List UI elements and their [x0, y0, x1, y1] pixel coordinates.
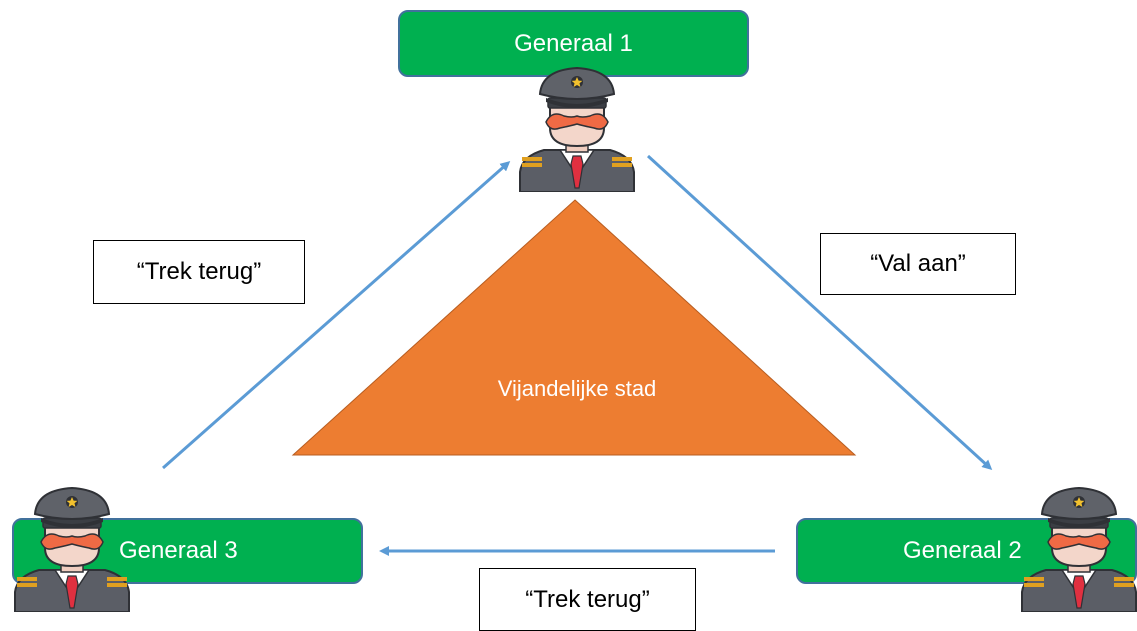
arrow-g3-to-g1 — [162, 161, 511, 470]
message-g2-to-g3: “Trek terug” — [479, 568, 696, 631]
general-3-avatar-icon — [14, 486, 130, 612]
message-g3-to-g1: “Trek terug” — [93, 240, 305, 304]
general-3-label: Generaal 3 — [119, 537, 238, 564]
general-1-label: Generaal 1 — [514, 29, 633, 57]
general-2-label: Generaal 2 — [903, 537, 1022, 564]
general-1-box: Generaal 1 — [398, 10, 749, 77]
enemy-city-triangle — [291, 199, 857, 456]
general-1-avatar-icon — [519, 66, 635, 192]
general-2-avatar-icon — [1021, 486, 1137, 612]
city-label: Vijandelijke stad — [497, 376, 657, 401]
arrow-g1-to-g2 — [646, 154, 993, 471]
message-g1-to-g2: “Val aan” — [820, 233, 1016, 295]
